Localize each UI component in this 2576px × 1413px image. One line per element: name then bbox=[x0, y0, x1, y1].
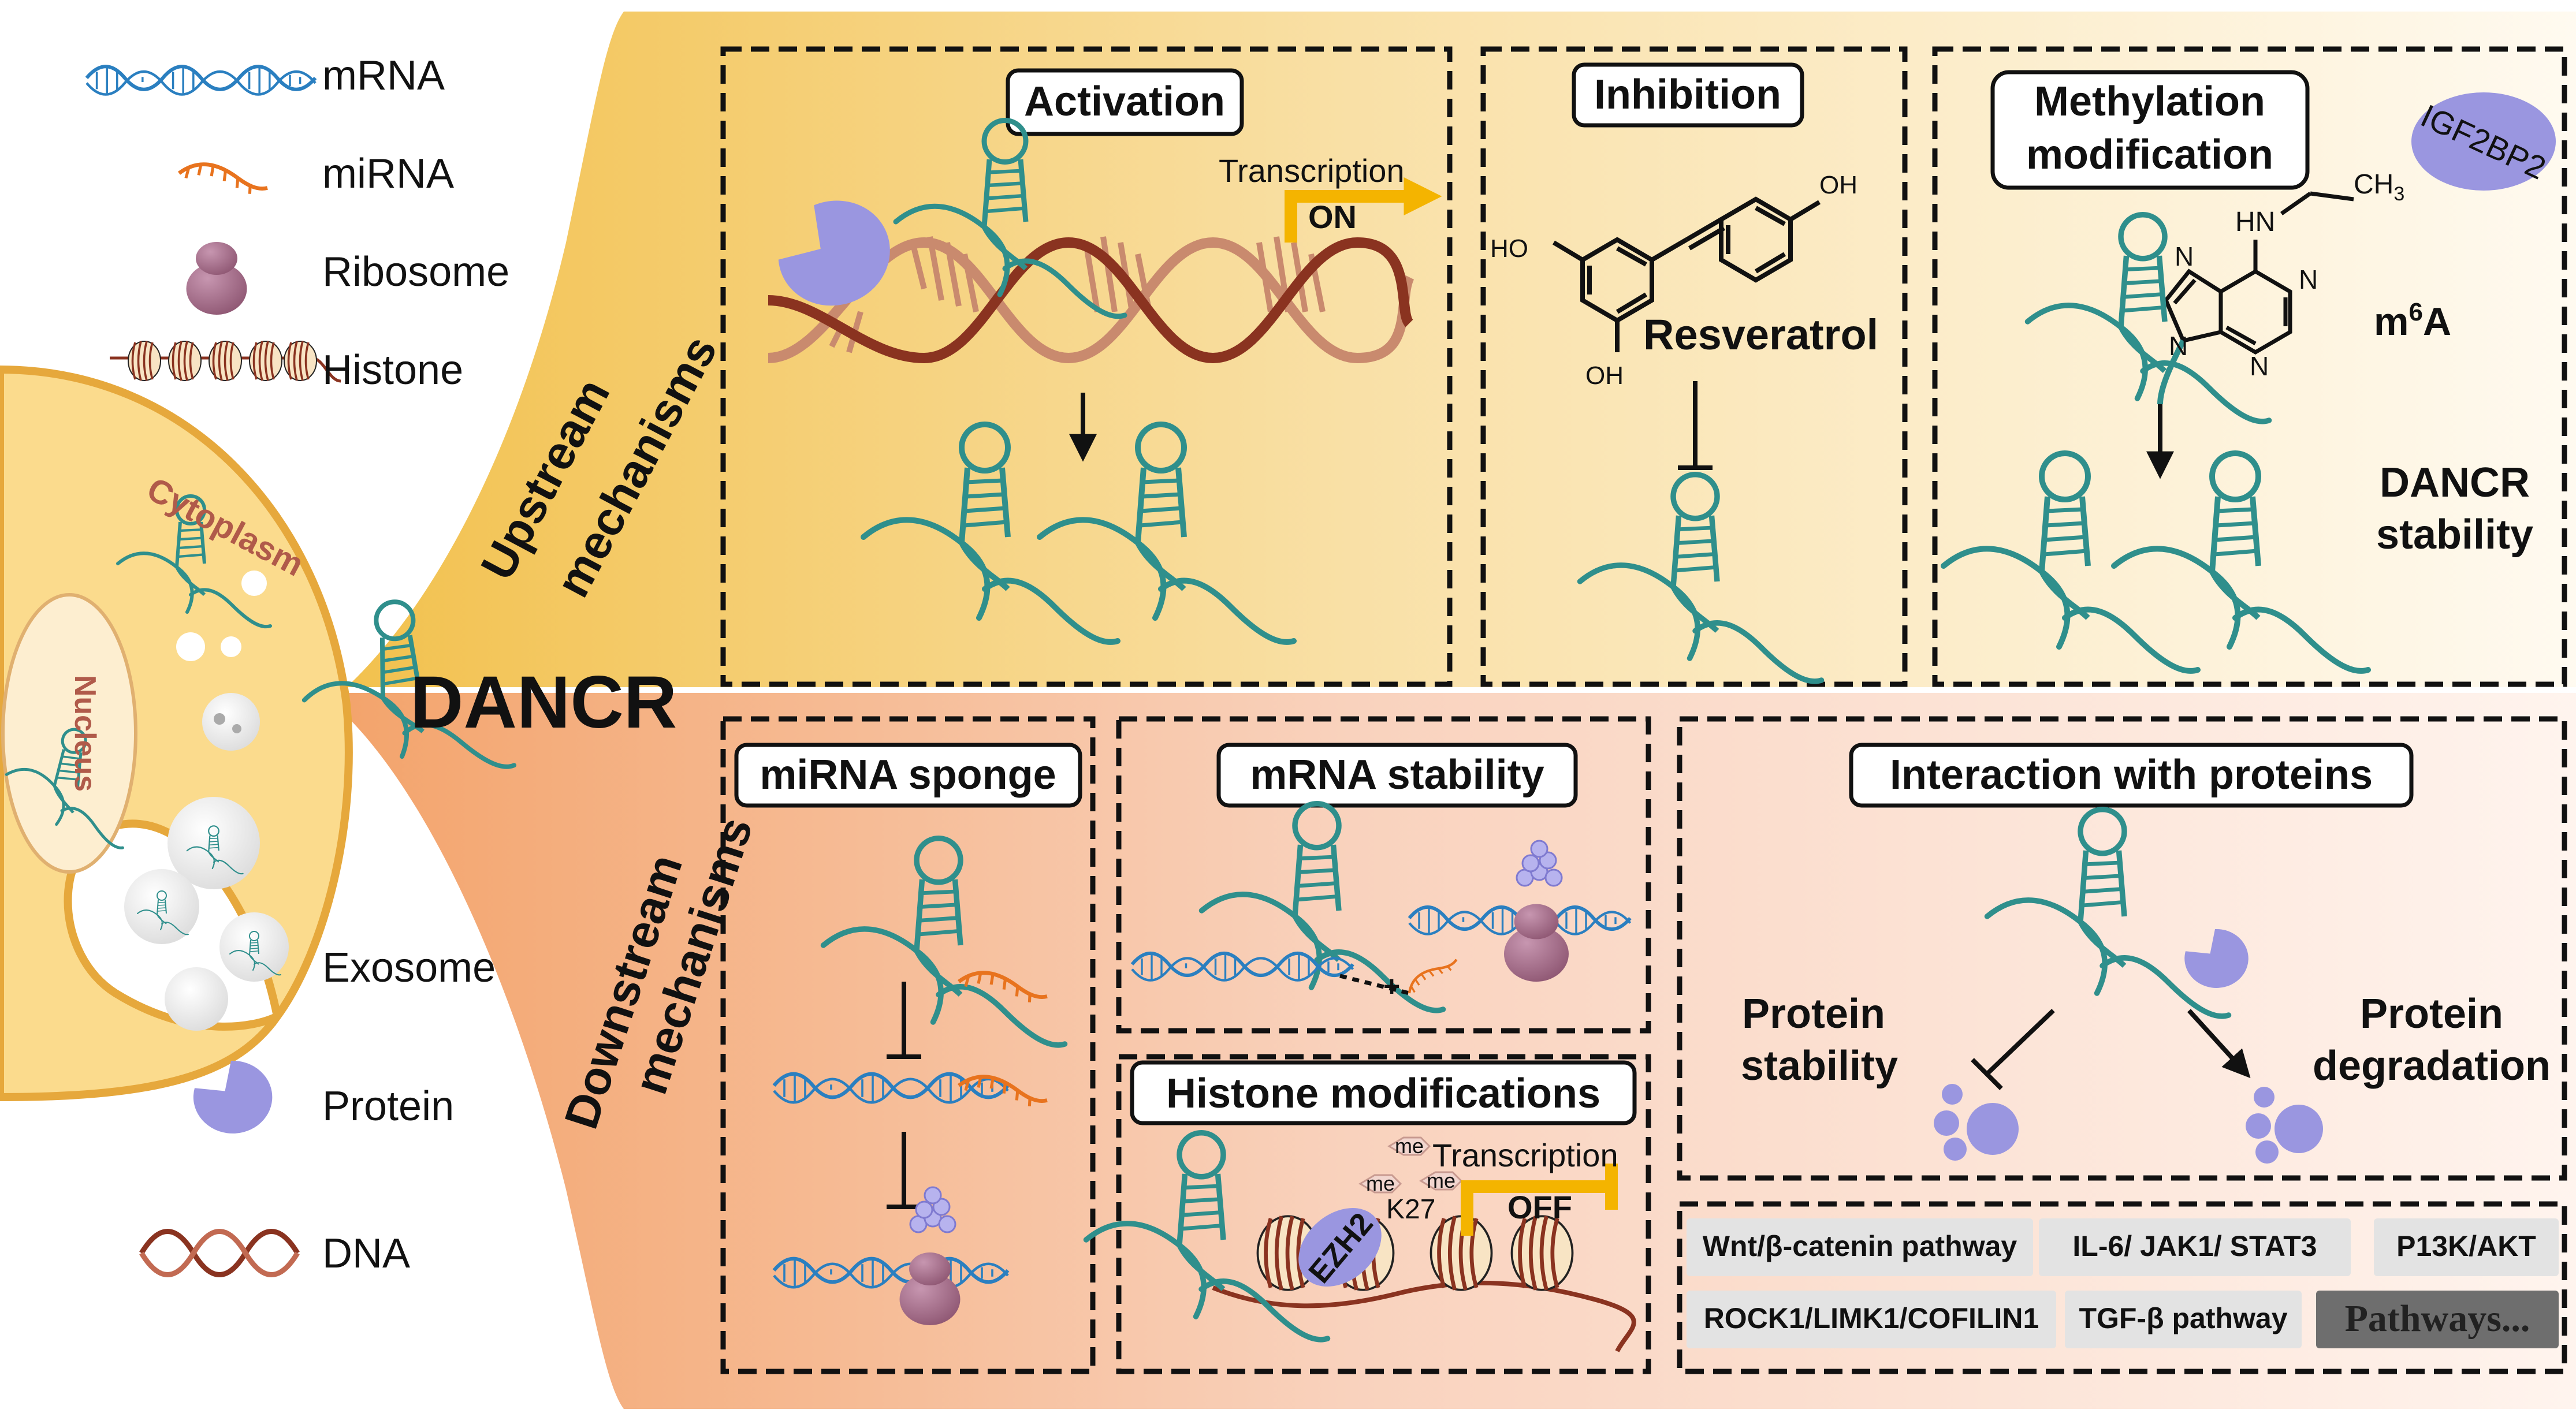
pathway-chip-label: TGF-β pathway bbox=[2079, 1302, 2287, 1334]
blocked-cross: + bbox=[1383, 970, 1400, 1002]
methylation-title-line1: Methylation bbox=[2034, 79, 2265, 125]
pathway-chip-label: P13K/AKT bbox=[2396, 1230, 2536, 1262]
protein-stability-line1: Protein bbox=[1742, 991, 1885, 1037]
n-label-4: N bbox=[2169, 331, 2188, 361]
hn-label: HN bbox=[2235, 207, 2275, 237]
m6a-label: m6A bbox=[2374, 298, 2451, 344]
oh-top-label: OH bbox=[1819, 171, 1857, 199]
activation-panel bbox=[720, 46, 1453, 687]
dancr-stability-line2: stability bbox=[2376, 512, 2533, 558]
legend-histone-label: Histone bbox=[322, 347, 463, 393]
exosome-vesicles bbox=[124, 571, 289, 1031]
resveratrol-label: Resveratrol bbox=[1643, 311, 1878, 359]
n-label-3: N bbox=[2175, 241, 2194, 271]
mirna-sponge-panel bbox=[720, 716, 1096, 1374]
legend-exosome-label: Exosome bbox=[322, 945, 496, 991]
inhibition-title: Inhibition bbox=[1594, 72, 1781, 118]
transcription-off-label: Transcription bbox=[1432, 1137, 1618, 1173]
legend-mirna-label: miRNA bbox=[322, 151, 454, 197]
igf2bp2-reader bbox=[2411, 92, 2556, 191]
pathway-chip-more-label: Pathways... bbox=[2345, 1298, 2530, 1340]
protein-degradation-line2: degradation bbox=[2313, 1043, 2551, 1089]
interaction-proteins-title: Interaction with proteins bbox=[1890, 752, 2373, 798]
histone-modifications-panel bbox=[1116, 1054, 1651, 1374]
pathway-chips bbox=[1687, 1218, 2559, 1348]
peptide-icon bbox=[1516, 840, 1563, 887]
ezh2-protein bbox=[1298, 1208, 1382, 1287]
me-label: me bbox=[1366, 1172, 1395, 1195]
ribosome-icon bbox=[186, 242, 247, 315]
mrna-stability-title: mRNA stability bbox=[1250, 752, 1544, 798]
protein-degradation-line1: Protein bbox=[2360, 991, 2503, 1037]
legend-mrna-label: mRNA bbox=[322, 53, 445, 99]
histone-icon bbox=[110, 340, 341, 383]
protein-cluster-degraded bbox=[2246, 1087, 2323, 1164]
methylation-title-line2: modification bbox=[2026, 132, 2273, 178]
legend-ribosome-label: Ribosome bbox=[322, 249, 509, 295]
nucleosome-icon bbox=[1512, 1216, 1573, 1290]
mirna-sponge-title: miRNA sponge bbox=[760, 752, 1056, 798]
methyl-marks bbox=[1358, 1136, 1463, 1194]
transcription-off-arrow bbox=[1461, 1164, 1618, 1236]
m6a-structure bbox=[2157, 191, 2354, 405]
dancr-stability-line1: DANCR bbox=[2380, 460, 2530, 506]
peptide-icon bbox=[909, 1186, 956, 1233]
pathway-chip-label: IL-6/ JAK1/ STAT3 bbox=[2072, 1230, 2317, 1262]
nucleus-label: Nucleus bbox=[68, 675, 102, 792]
ch3-label: CH3 bbox=[2354, 169, 2404, 205]
dna-icon bbox=[139, 1229, 300, 1277]
mirna-icon bbox=[179, 163, 267, 194]
pathway-chip-label: ROCK1/LIMK1/COFILIN1 bbox=[1704, 1302, 2039, 1334]
inhibition-panel bbox=[1480, 46, 1908, 687]
dna-double-helix bbox=[768, 236, 1414, 364]
legend-dna-label: DNA bbox=[322, 1231, 410, 1277]
dancr-title: DANCR bbox=[410, 661, 677, 744]
transcription-on-arrow bbox=[1285, 177, 1442, 243]
legend: mRNA miRNA Ribosome Histone Exosome Prot… bbox=[87, 53, 509, 1277]
off-label: OFF bbox=[1507, 1189, 1572, 1225]
oh-bottom-label: OH bbox=[1585, 361, 1624, 390]
me-label: me bbox=[1395, 1134, 1424, 1158]
inhibition-arrow bbox=[1678, 381, 1713, 470]
resveratrol-structure bbox=[1552, 196, 1821, 352]
k27-label: K27 bbox=[1386, 1194, 1435, 1225]
interaction-proteins-panel bbox=[1677, 716, 2567, 1181]
mrna-icon bbox=[87, 66, 315, 94]
pathway-chip-label: Wnt/β-catenin pathway bbox=[1703, 1230, 2017, 1262]
transcription-on-label: Transcription bbox=[1219, 152, 1405, 189]
on-label: ON bbox=[1308, 199, 1357, 235]
mrna-stability-panel bbox=[1116, 716, 1651, 1034]
protein-stability-line2: stability bbox=[1741, 1043, 1898, 1089]
me-label: me bbox=[1427, 1169, 1455, 1192]
methylation-panel bbox=[1932, 46, 2567, 687]
n-label-2: N bbox=[2250, 351, 2269, 381]
histone-modifications-title: Histone modifications bbox=[1166, 1071, 1600, 1117]
n-label-1: N bbox=[2299, 264, 2318, 294]
protein-cluster-stable bbox=[1934, 1084, 2019, 1161]
activation-title: Activation bbox=[1024, 79, 1225, 125]
legend-protein-label: Protein bbox=[322, 1083, 454, 1129]
ho-left-label: HO bbox=[1490, 234, 1528, 263]
